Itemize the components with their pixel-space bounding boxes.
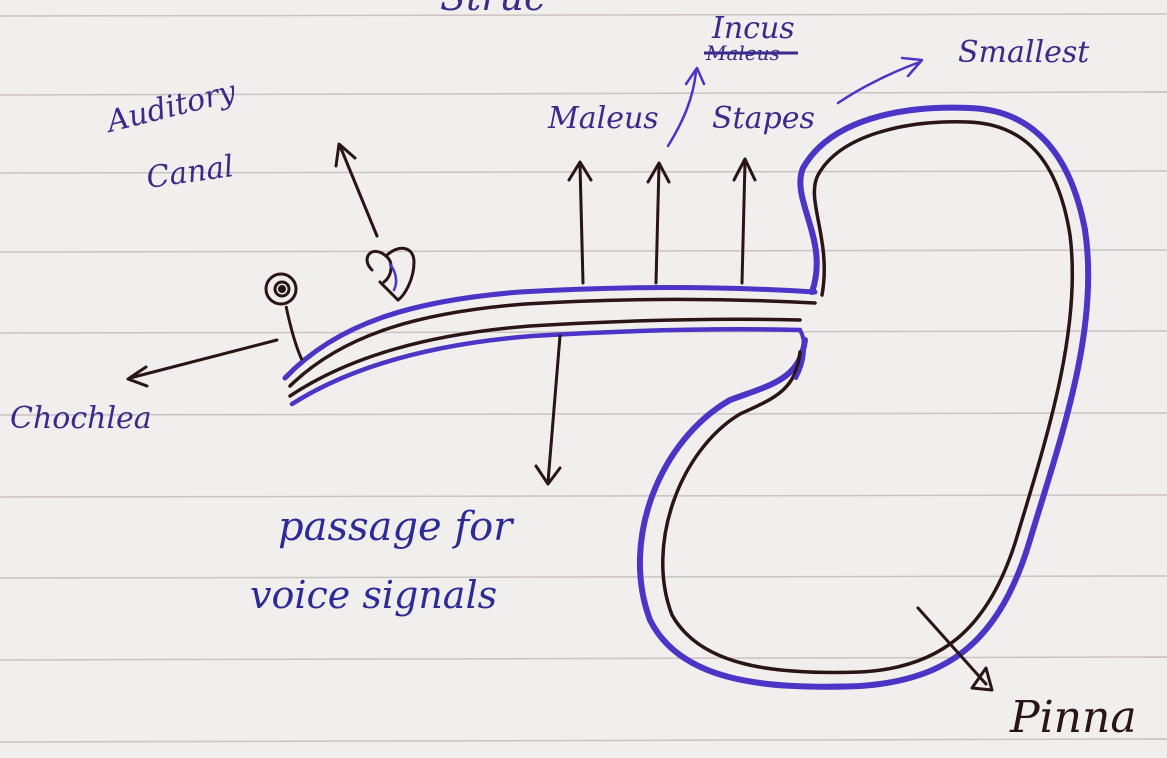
passage-label-line2: voice signals <box>250 573 497 617</box>
malleus-label: Maleus <box>547 101 659 136</box>
title-fragment: Struc <box>440 0 545 19</box>
cochlea-arrow <box>128 340 277 386</box>
smallest-arrow <box>838 58 922 103</box>
canal-upper-dark <box>290 299 815 386</box>
rule-line <box>0 739 1167 742</box>
rule-line <box>0 495 1167 497</box>
rule-line <box>0 657 1167 660</box>
stapes-arrow <box>734 159 755 283</box>
passage-label-line1: passage for <box>278 504 515 550</box>
cochlea-label: Chochlea <box>10 401 152 436</box>
semicircular-canal-icon <box>367 248 414 300</box>
smallest-label: Smallest <box>958 35 1090 70</box>
pinna-outer-outline <box>640 108 1088 687</box>
stapes-label: Stapes <box>712 101 815 136</box>
rule-line <box>0 576 1167 578</box>
cochlea-spiral-icon <box>266 274 302 360</box>
passage-arrow <box>536 336 560 484</box>
pinna-arrow <box>918 608 992 690</box>
rule-line <box>0 14 1167 16</box>
pinna-label: Pinna <box>1009 692 1137 743</box>
canal-lower-blue <box>292 329 800 404</box>
malleus-arrow <box>569 162 591 283</box>
rule-line <box>0 413 1167 415</box>
auditory-label: Auditory <box>101 74 241 141</box>
canal-label: Canal <box>144 149 236 196</box>
auditory-canal-arrow <box>336 144 377 236</box>
incus-label-arrow <box>668 68 704 146</box>
incus-arrow <box>648 163 669 283</box>
